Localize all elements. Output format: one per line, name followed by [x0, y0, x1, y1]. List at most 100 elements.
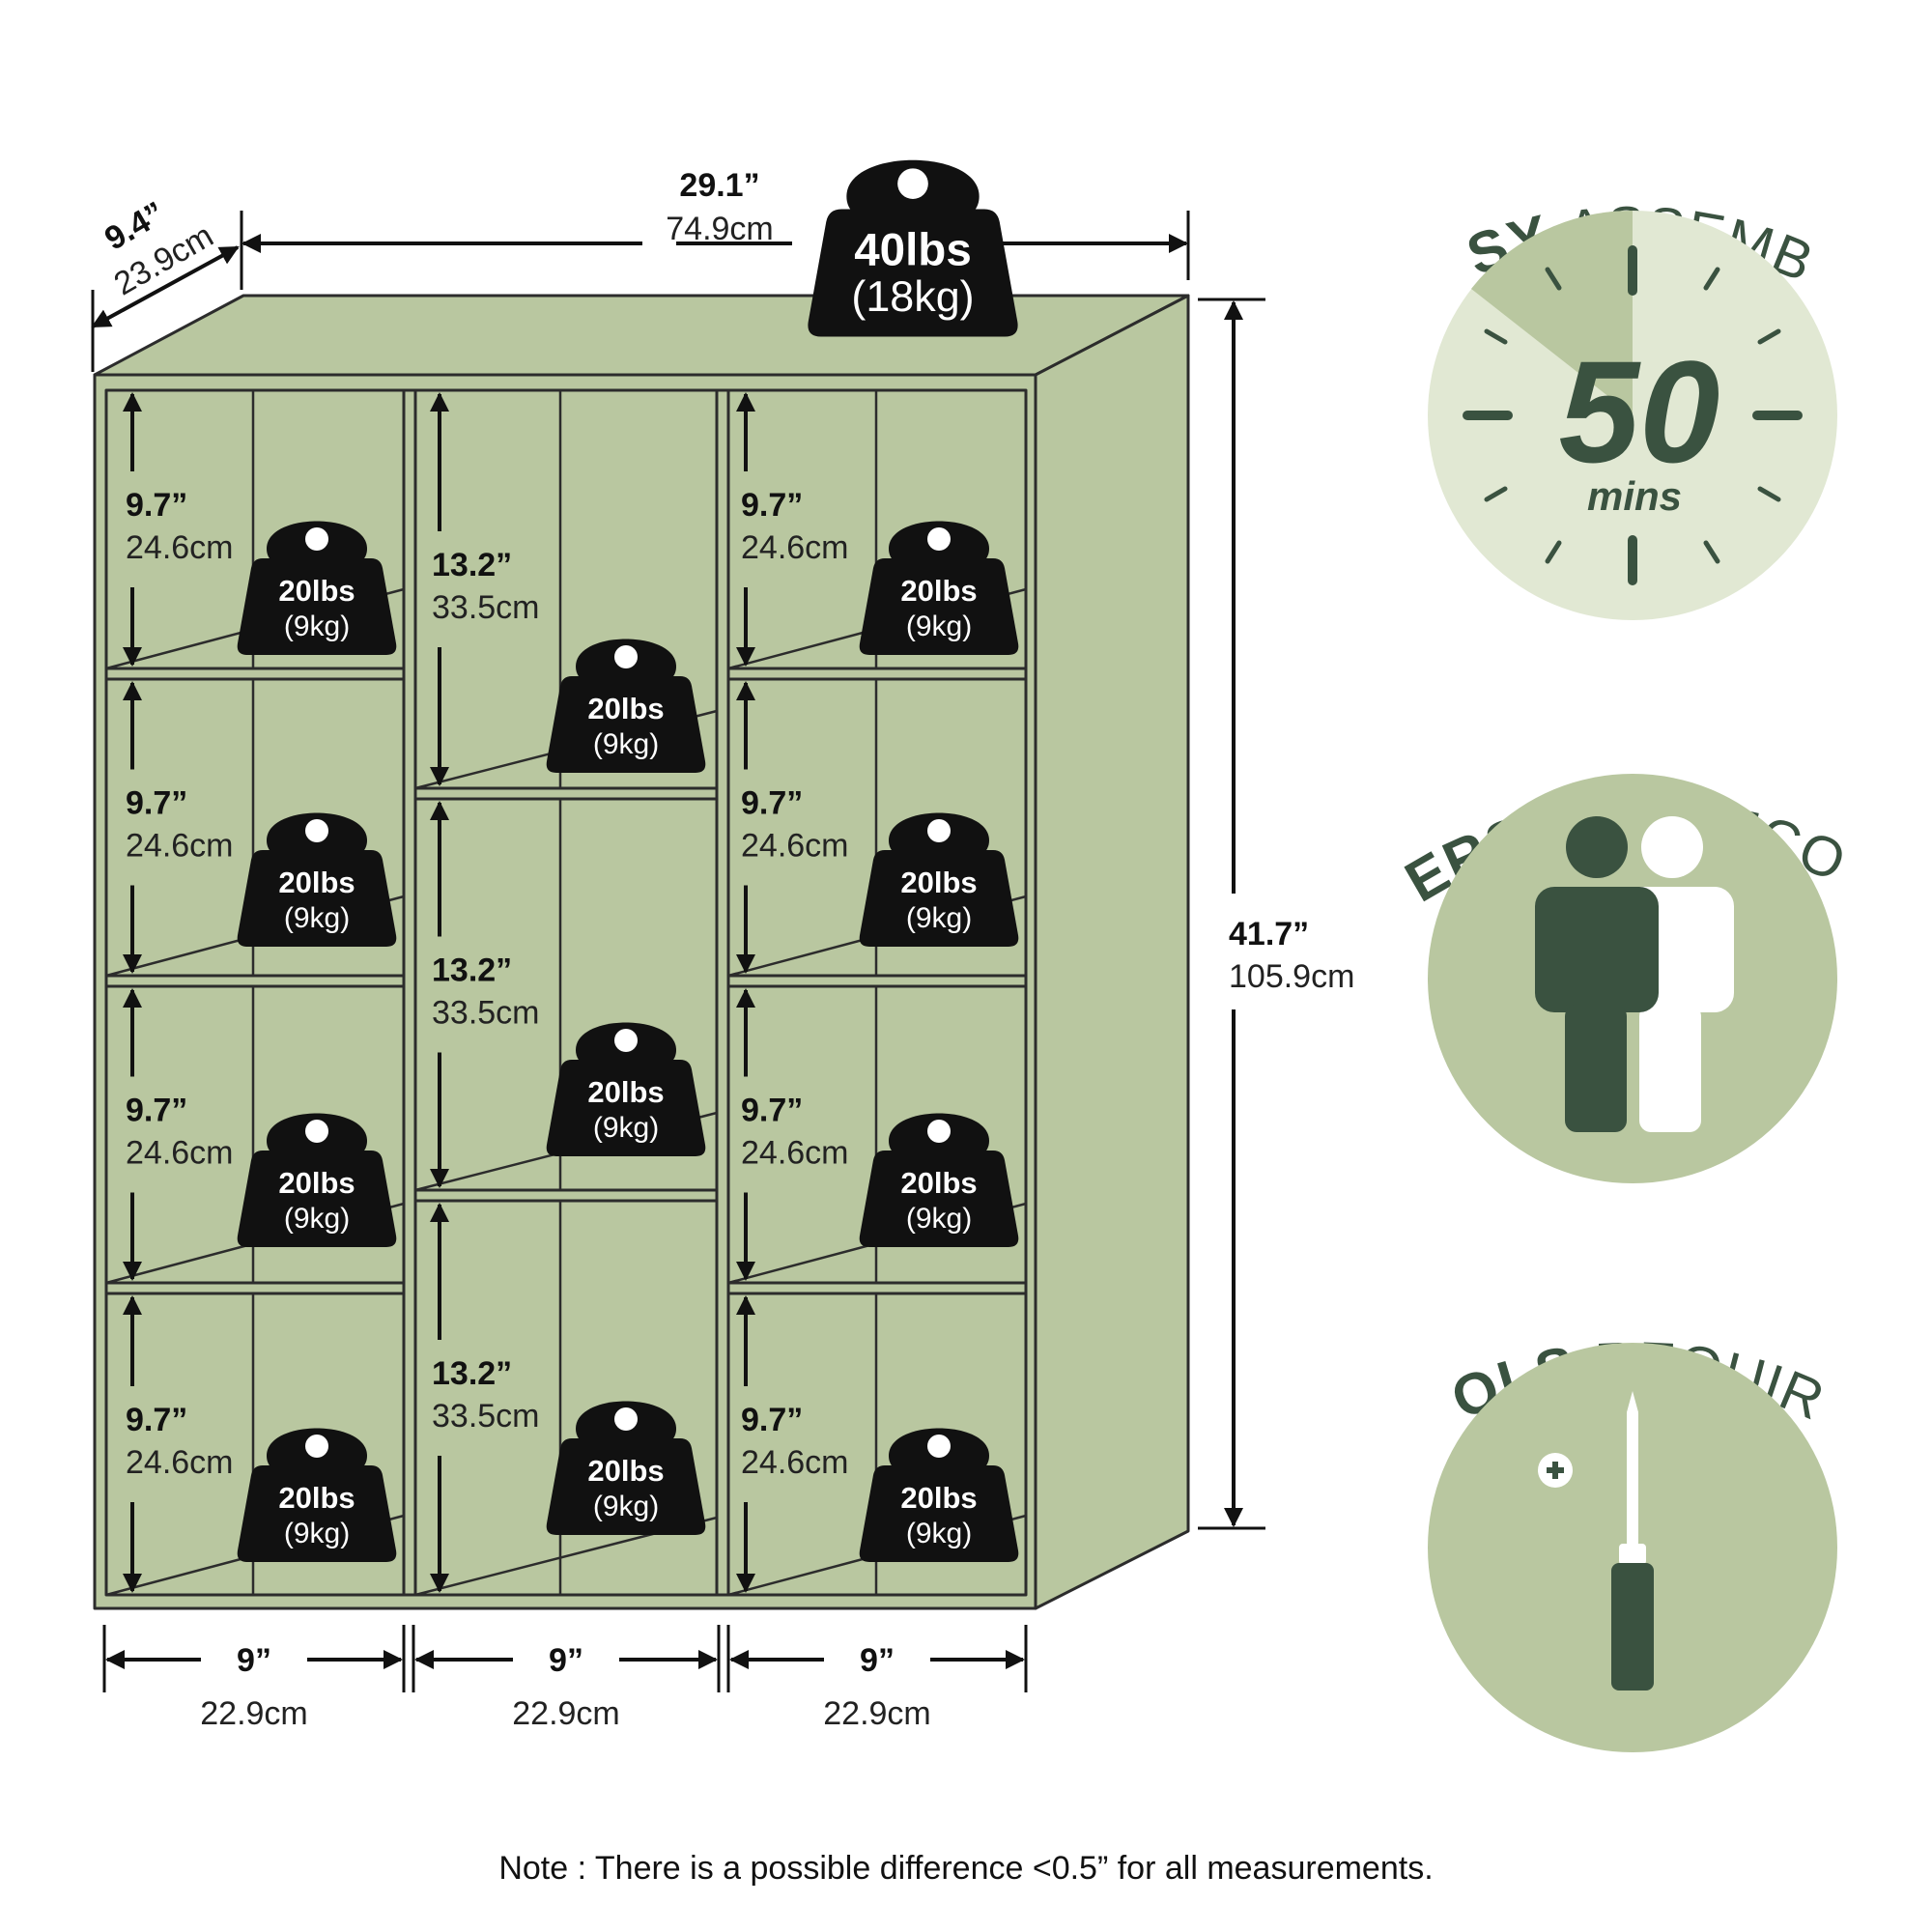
weight-lbs-label: 40lbs: [854, 225, 972, 276]
cube-height-cm: 24.6cm: [741, 1444, 849, 1481]
cube-height-cm: 24.6cm: [126, 1135, 234, 1172]
shelf-weight-tag: 20lbs(9kg): [859, 1428, 1019, 1562]
cube-height-inches: 9.7”: [126, 1093, 187, 1129]
stopwatch-icon: 50 mins: [1428, 210, 1837, 620]
plus-icon: [1538, 1453, 1573, 1488]
cube-height-cm: 24.6cm: [741, 1135, 849, 1172]
weight-body: [546, 676, 706, 773]
shelf-weight-tag: 20lbs(9kg): [237, 1113, 397, 1247]
width-cm: 74.9cm: [666, 211, 774, 247]
weight-lbs-label: 20lbs: [900, 1481, 977, 1515]
weight-lbs-label: 20lbs: [587, 1454, 664, 1488]
shelf: [104, 1281, 406, 1295]
weight-kg-label: (9kg): [906, 1203, 972, 1235]
weight-lbs-label: 20lbs: [900, 1166, 977, 1200]
shelf: [726, 1281, 1028, 1295]
two-persons-icon: [1535, 816, 1734, 1132]
weight-lbs-label: 20lbs: [587, 692, 664, 725]
weight-body: [237, 558, 397, 655]
weight-kg-label: (9kg): [906, 611, 972, 642]
weight-body: [546, 1438, 706, 1535]
cube-height-cm: 33.5cm: [432, 1398, 540, 1435]
weight-lbs-label: 20lbs: [278, 1481, 355, 1515]
width-inches: 29.1”: [679, 167, 759, 204]
column-width-inches: 9”: [860, 1642, 895, 1679]
weight-body: [859, 1465, 1019, 1562]
shelf: [104, 667, 406, 681]
shelf-weight-tag: 20lbs(9kg): [859, 521, 1019, 655]
weight-kg-label: (18kg): [851, 271, 974, 321]
cube-height-cm: 24.6cm: [741, 529, 849, 566]
weight-kg-label: (9kg): [284, 611, 350, 642]
cube-height-cm: 24.6cm: [126, 529, 234, 566]
shelf-weight-tag: 20lbs(9kg): [546, 1022, 706, 1156]
cube-height-inches: 13.2”: [432, 952, 512, 989]
width-dimension: 29.1” 74.9cm: [240, 167, 1190, 280]
height-dimension: 41.7” 105.9cm: [1198, 298, 1354, 1530]
weight-body: [237, 850, 397, 947]
cube-height-inches: 9.7”: [741, 487, 803, 524]
shelf: [413, 1188, 719, 1203]
weight-lbs-label: 20lbs: [587, 1075, 664, 1109]
column-width-cm: 22.9cm: [823, 1695, 931, 1732]
column-width-cm: 22.9cm: [200, 1695, 308, 1732]
weight-lbs-label: 20lbs: [278, 866, 355, 899]
divider-left: [402, 388, 417, 1597]
shelf-weight-tag: 20lbs(9kg): [237, 812, 397, 947]
weight-lbs-label: 20lbs: [278, 1166, 355, 1200]
cube-height-inches: 9.7”: [126, 1402, 187, 1438]
cube-height-inches: 9.7”: [126, 487, 187, 524]
weight-kg-label: (9kg): [593, 1112, 659, 1144]
weight-kg-label: (9kg): [284, 902, 350, 934]
phillips-screwdriver-icon: [1611, 1391, 1654, 1690]
divider-right: [715, 388, 730, 1597]
weight-kg-label: (9kg): [906, 902, 972, 934]
shelf-weight-tag: 20lbs(9kg): [546, 1401, 706, 1535]
cube-height-inches: 13.2”: [432, 547, 512, 583]
cube-height-cm: 24.6cm: [126, 1444, 234, 1481]
weight-lbs-label: 20lbs: [278, 574, 355, 608]
cube-height-dimensions: 9.7” 24.6cm 9.7” 24.6cm 9.7” 24.6cm 9.7” 24.6cm…: [123, 392, 849, 1593]
weight-body: [546, 1060, 706, 1156]
cube-height-inches: 9.7”: [741, 1402, 803, 1438]
weight-body: [237, 1151, 397, 1247]
weight-kg-label: (9kg): [284, 1203, 350, 1235]
cube-height-inches: 9.7”: [741, 1093, 803, 1129]
shelf-weight-tag: 20lbs(9kg): [859, 1113, 1019, 1247]
assembly-minutes-number: 50: [1559, 330, 1720, 493]
column-width-inches: 9”: [549, 1642, 583, 1679]
column-width-inches: 9”: [237, 1642, 271, 1679]
weight-kg-label: (9kg): [593, 728, 659, 760]
cube-height-cm: 33.5cm: [432, 995, 540, 1032]
shelf: [726, 974, 1028, 988]
cube-height-cm: 24.6cm: [126, 828, 234, 865]
weight-body: [859, 558, 1019, 655]
weight-kg-label: (9kg): [284, 1518, 350, 1549]
height-cm: 105.9cm: [1229, 958, 1354, 995]
cube-height-cm: 33.5cm: [432, 589, 540, 626]
height-inches: 41.7”: [1229, 916, 1309, 952]
top-weight-tag: 40lbs(18kg): [808, 159, 1018, 337]
weight-kg-label: (9kg): [593, 1491, 659, 1522]
weight-kg-label: (9kg): [906, 1518, 972, 1549]
shelf: [413, 786, 719, 801]
bookcase-side-face: [1034, 294, 1190, 1610]
shelf-weight-tag: 20lbs(9kg): [237, 521, 397, 655]
bookcase-top-face: [93, 294, 1190, 377]
column-width-cm: 22.9cm: [512, 1695, 620, 1732]
weight-body: [237, 1465, 397, 1562]
shelf-weight-tag: 20lbs(9kg): [546, 639, 706, 773]
shelf: [104, 974, 406, 988]
weight-lbs-label: 20lbs: [900, 866, 977, 899]
measurement-note: Note : There is a possible difference <0…: [498, 1850, 1433, 1887]
shelf-weight-tag: 20lbs(9kg): [237, 1428, 397, 1562]
weight-body: [859, 850, 1019, 947]
weight-body: [859, 1151, 1019, 1247]
cube-height-inches: 9.7”: [741, 785, 803, 822]
shelf: [726, 667, 1028, 681]
cube-height-cm: 24.6cm: [741, 828, 849, 865]
column-width-dimensions: 9” 22.9cm 9” 22.9cm 9” 22.9cm: [102, 1625, 1028, 1732]
shelf-weight-tags: 20lbs(9kg)20lbs(9kg)20lbs(9kg)20lbs(9kg)…: [237, 521, 1019, 1562]
cube-height-inches: 13.2”: [432, 1355, 512, 1392]
